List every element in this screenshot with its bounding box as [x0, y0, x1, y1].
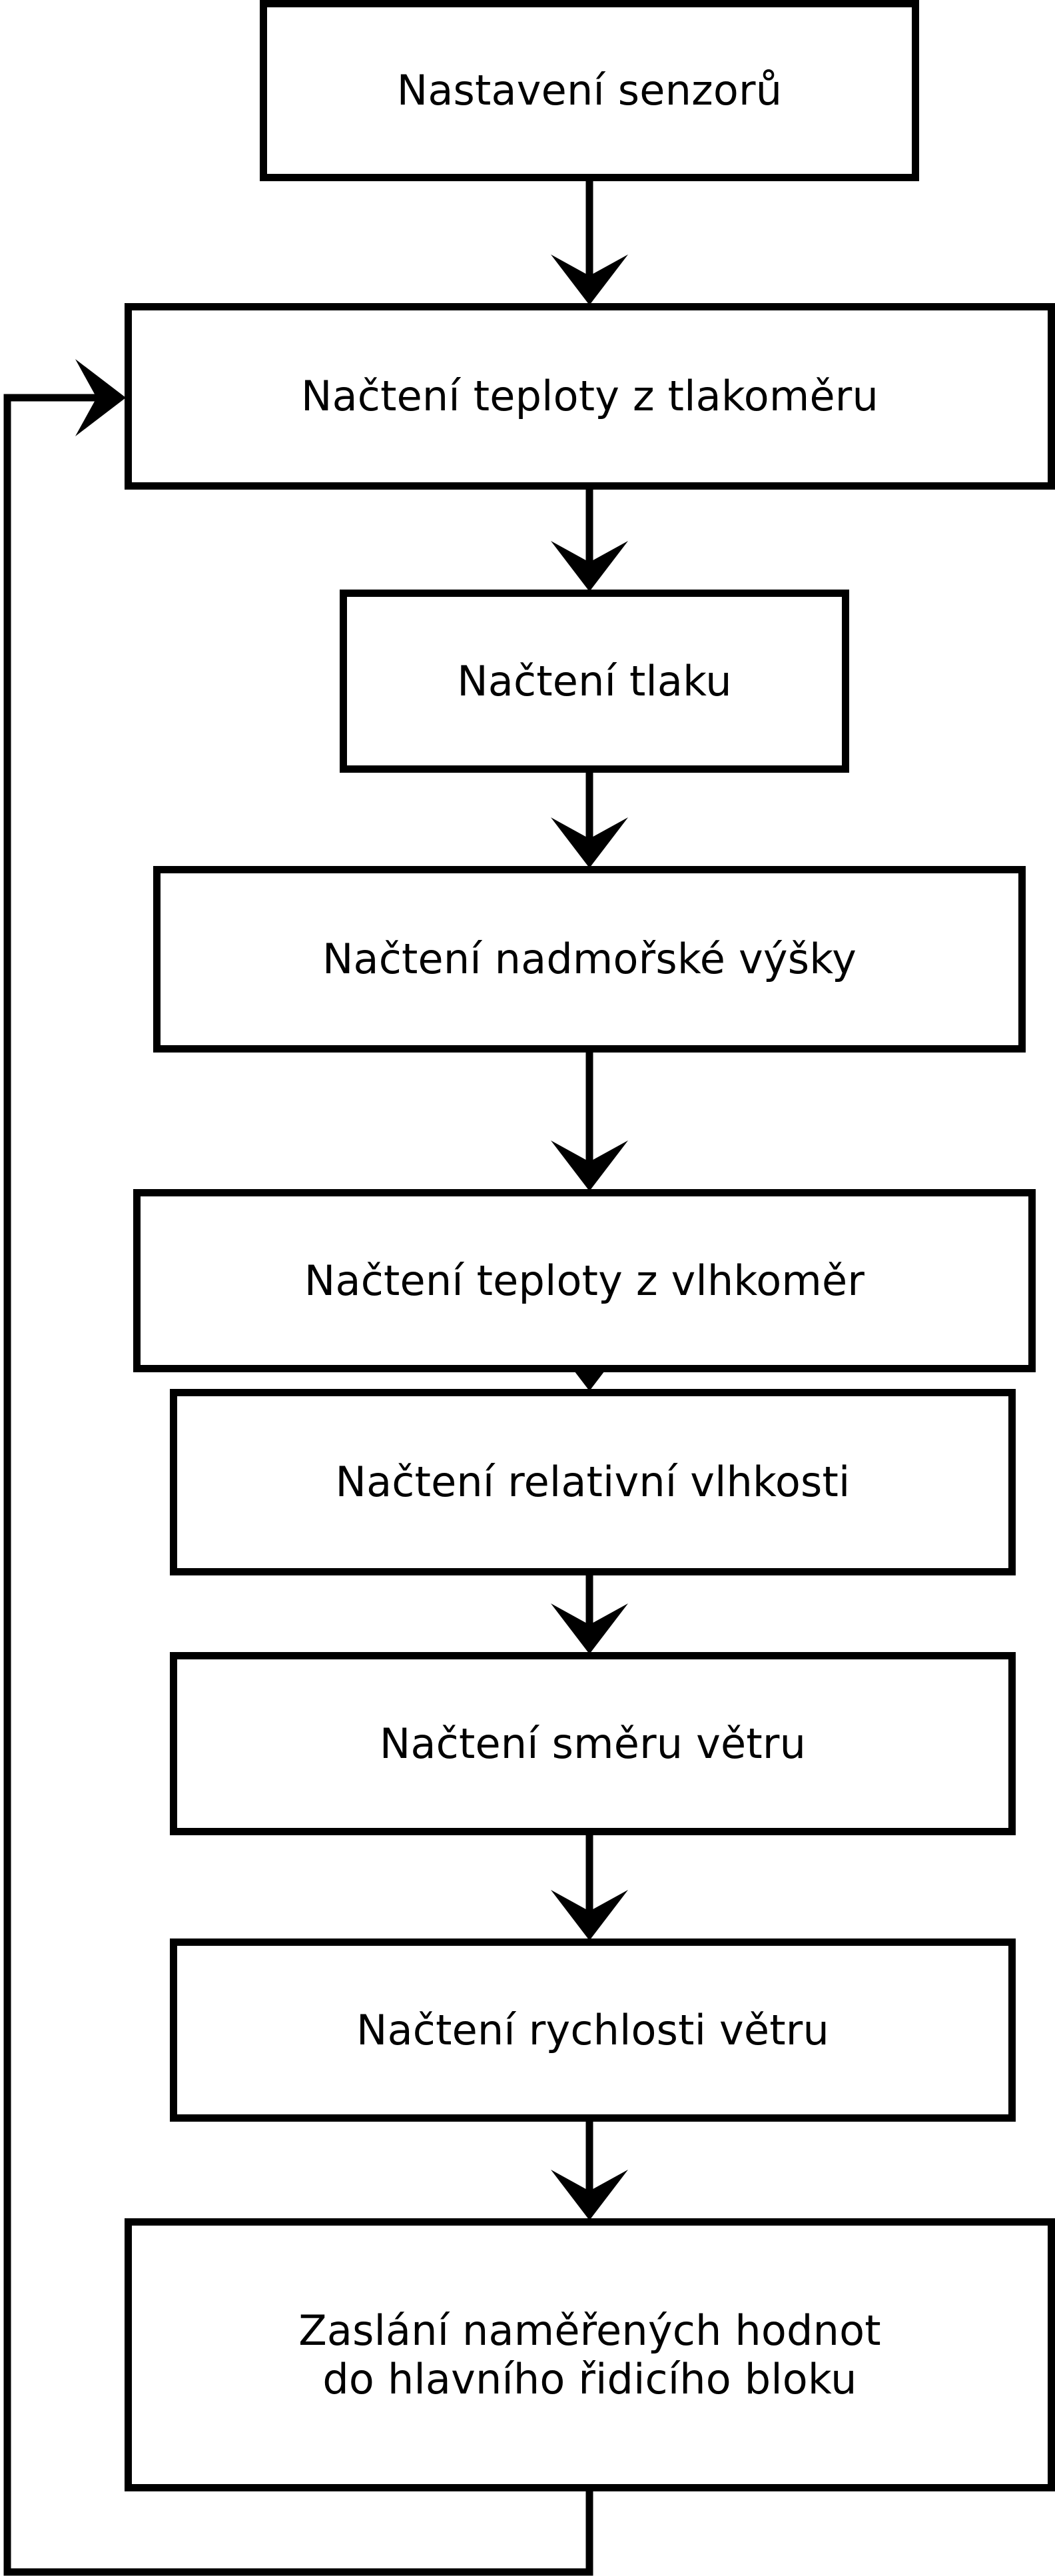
flow-node-nastaveni-senzoru[interactable]: Nastavení senzorů — [260, 0, 919, 181]
flow-node-nacteni-teploty-z-tlakomeru[interactable]: Načtení teploty z tlakoměru — [125, 303, 1055, 490]
flow-node-zaslani-namerenych-hodnot[interactable]: Zaslání naměřených hodnot do hlavního ři… — [125, 2218, 1055, 2491]
flow-node-label: Zaslání naměřených hodnot do hlavního ři… — [298, 2306, 881, 2403]
flow-node-nacteni-relativni-vlhkosti[interactable]: Načtení relativní vlhkosti — [170, 1389, 1016, 1575]
flow-node-label: Nastavení senzorů — [396, 66, 783, 115]
flow-node-label: Načtení rychlosti větru — [356, 2005, 829, 2054]
flow-node-label: Načtení tlaku — [457, 656, 732, 705]
flow-node-label: Načtení relativní vlhkosti — [335, 1458, 851, 1507]
flow-node-label: Načtení nadmořské výšky — [322, 935, 857, 984]
edge-1-2 — [551, 181, 628, 305]
flow-node-label: Načtení směru větru — [379, 1719, 807, 1768]
flow-node-nacteni-smeru-vetru[interactable]: Načtení směru větru — [170, 1652, 1016, 1835]
edge-6-7 — [551, 1575, 628, 1654]
edge-8-9 — [551, 2122, 628, 2220]
flow-node-label: Načtení teploty z vlhkoměr — [304, 1256, 865, 1305]
flow-node-nacteni-tlaku[interactable]: Načtení tlaku — [340, 590, 849, 773]
edge-2-3 — [551, 490, 628, 592]
flow-node-nacteni-teploty-z-vlhkomer[interactable]: Načtení teploty z vlhkoměr — [133, 1189, 1036, 1372]
edge-4-5 — [551, 1053, 628, 1191]
flow-node-nacteni-rychlosti-vetru[interactable]: Načtení rychlosti větru — [170, 1938, 1016, 2122]
edge-7-8 — [551, 1835, 628, 1940]
flow-node-label: Načtení teploty z tlakoměru — [301, 372, 879, 421]
flow-node-nacteni-nadmorske-vysky[interactable]: Načtení nadmořské výšky — [153, 866, 1026, 1053]
edge-3-4 — [551, 773, 628, 868]
